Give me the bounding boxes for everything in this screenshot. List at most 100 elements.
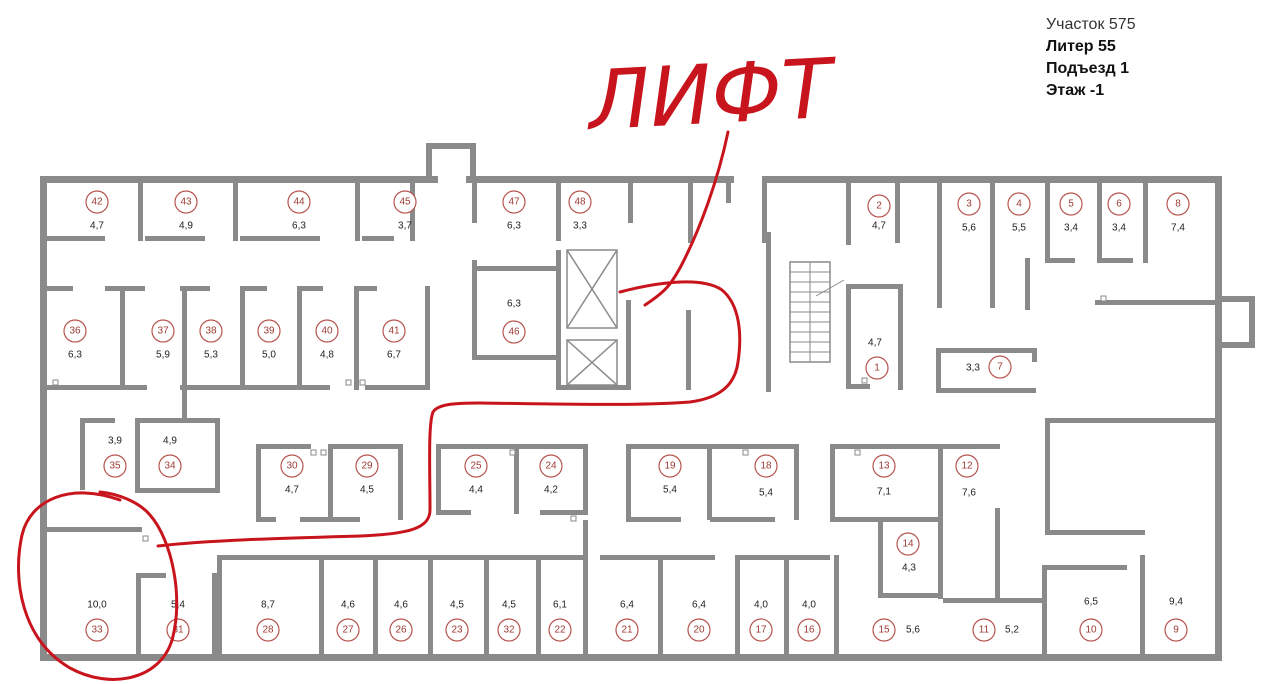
unit-number: 40 xyxy=(321,326,333,337)
unit-number: 23 xyxy=(451,625,463,636)
unit-number-circle xyxy=(502,190,526,214)
unit-area: 6,3 xyxy=(507,299,521,310)
unit-45[interactable]: 453,7 xyxy=(393,190,417,232)
unit-19[interactable]: 195,4 xyxy=(658,454,682,496)
unit-35[interactable]: 353,9 xyxy=(103,436,127,478)
unit-7[interactable]: 73,3 xyxy=(966,355,1012,379)
unit-number: 16 xyxy=(803,625,815,636)
unit-area: 6,5 xyxy=(1084,597,1098,608)
unit-46[interactable]: 466,3 xyxy=(502,299,526,344)
unit-41[interactable]: 416,7 xyxy=(382,319,406,361)
unit-area: 4,0 xyxy=(754,600,768,611)
unit-number: 18 xyxy=(760,461,772,472)
unit-3[interactable]: 35,6 xyxy=(957,192,981,234)
unit-23[interactable]: 234,5 xyxy=(445,600,469,642)
unit-number-circle xyxy=(1007,192,1031,216)
unit-number: 46 xyxy=(508,327,520,338)
unit-43[interactable]: 434,9 xyxy=(174,190,198,232)
unit-number: 41 xyxy=(388,326,400,337)
unit-area: 4,9 xyxy=(163,436,177,447)
unit-13[interactable]: 137,1 xyxy=(872,454,896,498)
unit-20[interactable]: 206,4 xyxy=(687,600,711,642)
unit-6[interactable]: 63,4 xyxy=(1107,192,1131,234)
unit-38[interactable]: 385,3 xyxy=(199,319,223,361)
property-info: Участок 575 Литер 55 Подъезд 1 Этаж -1 xyxy=(1046,14,1136,102)
unit-16[interactable]: 164,0 xyxy=(797,600,821,642)
unit-number: 1 xyxy=(874,363,880,374)
unit-area: 4,7 xyxy=(868,338,882,349)
unit-number: 15 xyxy=(878,625,890,636)
unit-number-circle xyxy=(445,618,469,642)
unit-area: 9,4 xyxy=(1169,597,1183,608)
unit-number-circle xyxy=(615,618,639,642)
unit-area: 7,4 xyxy=(1171,223,1185,234)
unit-39[interactable]: 395,0 xyxy=(257,319,281,361)
unit-area: 8,7 xyxy=(261,600,275,611)
unit-37[interactable]: 375,9 xyxy=(151,319,175,361)
plot-label: Участок 575 xyxy=(1046,16,1136,33)
unit-4[interactable]: 45,5 xyxy=(1007,192,1031,234)
unit-area: 4,6 xyxy=(394,600,408,611)
circle-mark xyxy=(16,490,179,681)
unit-22[interactable]: 226,1 xyxy=(548,600,572,642)
unit-area: 7,6 xyxy=(962,488,976,499)
unit-18[interactable]: 185,4 xyxy=(754,454,778,499)
unit-29[interactable]: 294,5 xyxy=(355,454,379,496)
unit-area: 6,4 xyxy=(620,600,634,611)
unit-24[interactable]: 244,2 xyxy=(539,454,563,496)
unit-number: 48 xyxy=(574,197,586,208)
unit-2[interactable]: 24,7 xyxy=(867,194,891,232)
unit-number: 6 xyxy=(1116,199,1122,210)
unit-number-circle xyxy=(336,618,360,642)
unit-47[interactable]: 476,3 xyxy=(502,190,526,232)
unit-10[interactable]: 106,5 xyxy=(1079,597,1103,642)
unit-number-circle xyxy=(687,618,711,642)
unit-number: 5 xyxy=(1068,199,1074,210)
staircase xyxy=(789,261,845,363)
unit-44[interactable]: 446,3 xyxy=(287,190,311,232)
unit-25[interactable]: 254,4 xyxy=(464,454,488,496)
unit-number-circle xyxy=(749,618,773,642)
unit-number: 39 xyxy=(263,326,275,337)
floor-label: Этаж -1 xyxy=(1046,82,1105,99)
unit-21[interactable]: 216,4 xyxy=(615,600,639,642)
unit-area: 5,9 xyxy=(156,350,170,361)
unit-area: 5,5 xyxy=(1012,223,1026,234)
unit-area: 3,7 xyxy=(398,221,412,232)
unit-number-circle xyxy=(867,194,891,218)
unit-30[interactable]: 304,7 xyxy=(280,454,304,496)
unit-1[interactable]: 14,7 xyxy=(865,338,889,380)
unit-number: 38 xyxy=(205,326,217,337)
unit-34[interactable]: 344,9 xyxy=(158,436,182,478)
unit-number: 42 xyxy=(91,197,103,208)
unit-number-circle xyxy=(257,319,281,343)
unit-number: 11 xyxy=(979,625,990,636)
unit-42[interactable]: 424,7 xyxy=(85,190,109,232)
unit-48[interactable]: 483,3 xyxy=(568,190,592,232)
unit-32[interactable]: 324,5 xyxy=(497,600,521,642)
unit-number-circle xyxy=(955,454,979,478)
unit-number: 3 xyxy=(966,199,972,210)
unit-27[interactable]: 274,6 xyxy=(336,600,360,642)
unit-17[interactable]: 174,0 xyxy=(749,600,773,642)
unit-28[interactable]: 288,7 xyxy=(256,600,280,642)
unit-area: 4,5 xyxy=(360,485,374,496)
unit-5[interactable]: 53,4 xyxy=(1059,192,1083,234)
unit-area: 4,0 xyxy=(802,600,816,611)
unit-number-circle xyxy=(389,618,413,642)
unit-40[interactable]: 404,8 xyxy=(315,319,339,361)
unit-36[interactable]: 366,3 xyxy=(63,319,87,361)
unit-area: 4,5 xyxy=(450,600,464,611)
unit-8[interactable]: 87,4 xyxy=(1166,192,1190,234)
unit-number: 29 xyxy=(361,461,373,472)
unit-12[interactable]: 127,6 xyxy=(955,454,979,499)
unit-area: 6,7 xyxy=(387,350,401,361)
unit-9[interactable]: 99,4 xyxy=(1164,597,1188,642)
unit-number: 37 xyxy=(157,326,169,337)
unit-14[interactable]: 144,3 xyxy=(896,532,920,574)
unit-26[interactable]: 264,6 xyxy=(389,600,413,642)
unit-number: 9 xyxy=(1173,625,1179,636)
